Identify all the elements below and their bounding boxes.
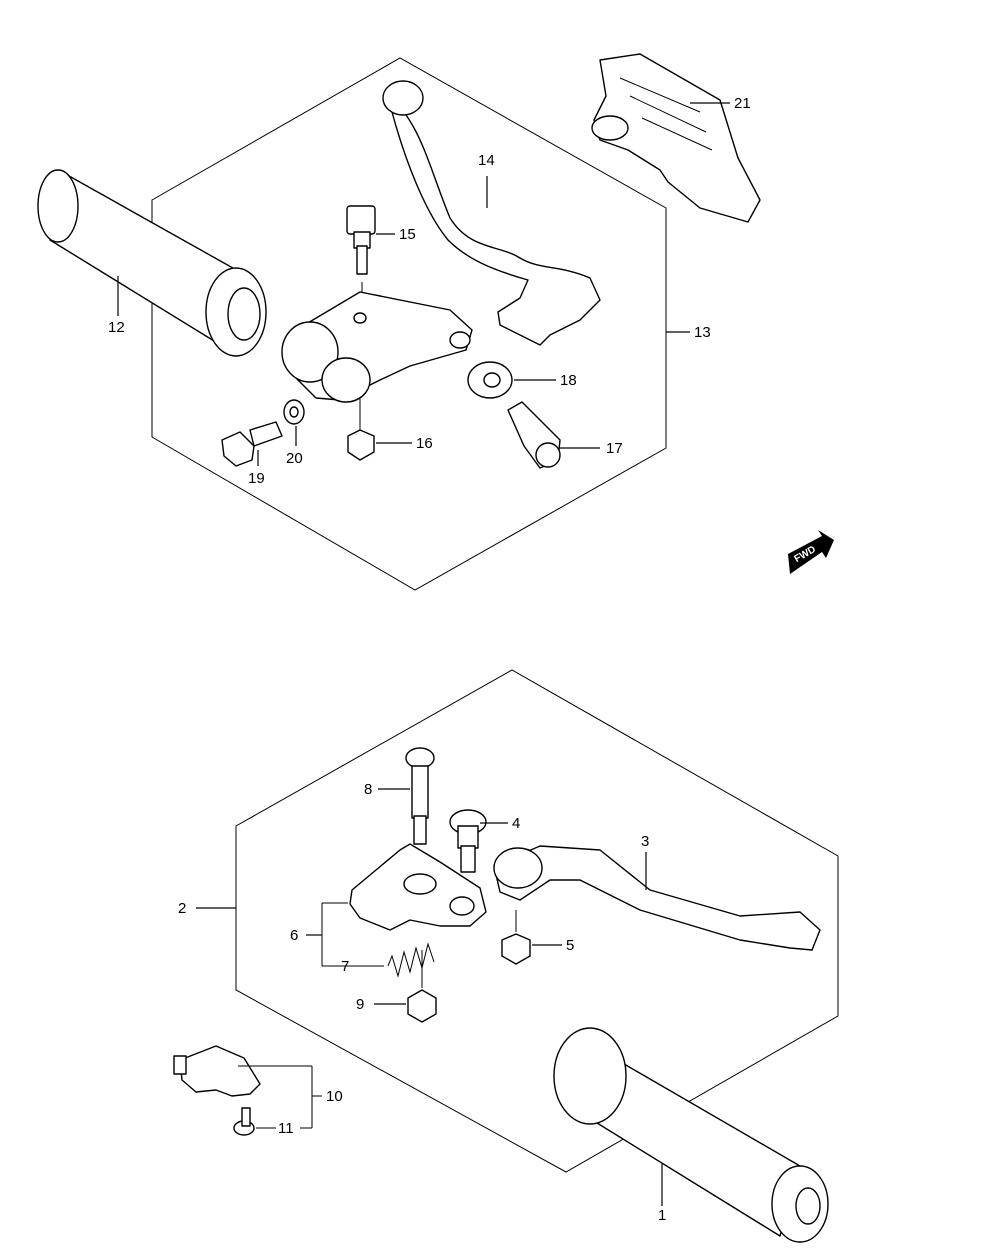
- assembly-13-outline: [151, 57, 667, 591]
- callout-12: 12: [108, 319, 125, 336]
- callout-9: 9: [356, 996, 365, 1013]
- callout-16: 16: [416, 435, 433, 452]
- callout-11: 11: [278, 1120, 294, 1137]
- part-clutch-lever-14: [382, 80, 601, 346]
- fwd-arrow-icon: [788, 530, 834, 574]
- callout-7: 7: [341, 958, 350, 975]
- callout-5: 5: [566, 937, 575, 954]
- part-washer-20: [283, 399, 305, 425]
- callout-8: 8: [364, 781, 373, 798]
- callout-10: 10: [326, 1088, 343, 1105]
- part-screw-11: [233, 1107, 255, 1136]
- part-adjuster-nut-18: [467, 361, 513, 399]
- part-nut-9: [407, 989, 437, 1023]
- part-brake-switch-10: [173, 1045, 261, 1097]
- part-pivot-bolt-4: [449, 809, 487, 873]
- part-adjuster-bolt-17: [507, 401, 561, 469]
- callout-1: 1: [658, 1207, 667, 1224]
- callout-21: 21: [734, 95, 751, 112]
- callout-4: 4: [512, 815, 521, 832]
- part-bolt-8: [405, 747, 435, 845]
- callout-20: 20: [286, 450, 303, 467]
- callout-14: 14: [478, 152, 495, 169]
- callout-2: 2: [178, 900, 187, 917]
- part-grip-12: [37, 169, 267, 357]
- callout-3: 3: [641, 833, 650, 850]
- assembly-2-outline: [235, 669, 839, 1173]
- part-bolt-19: [221, 421, 283, 467]
- part-bracket-6: [349, 843, 487, 931]
- part-bolt-15: [346, 205, 376, 275]
- part-throttle-grip-1: [553, 1027, 829, 1243]
- part-nut-16: [347, 429, 375, 461]
- callout-13: 13: [694, 324, 711, 341]
- callout-18: 18: [560, 372, 577, 389]
- part-nut-5: [501, 933, 531, 965]
- part-lever-holder: [281, 291, 473, 403]
- part-spring-7: [387, 942, 435, 978]
- callout-19: 19: [248, 470, 265, 487]
- part-lever-cover-21: [591, 53, 761, 223]
- callout-15: 15: [399, 226, 416, 243]
- callout-6: 6: [290, 927, 299, 944]
- part-brake-lever-3: [493, 845, 821, 951]
- callout-17: 17: [606, 440, 623, 457]
